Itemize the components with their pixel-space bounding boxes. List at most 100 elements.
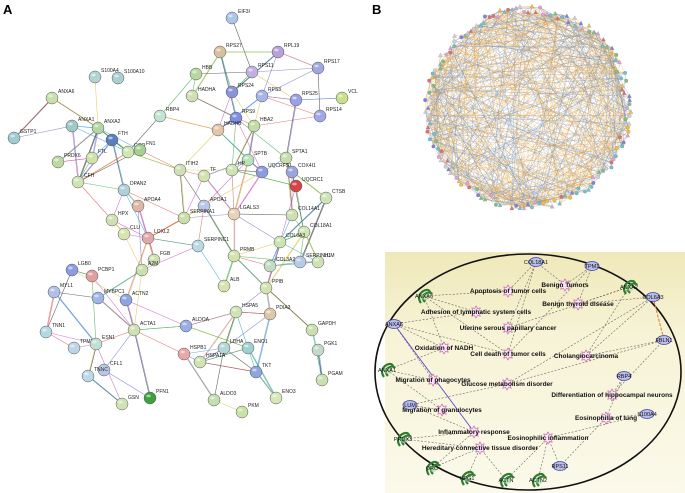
protein-node-cfl1[interactable]: CFL1	[97, 361, 122, 377]
protein-node-rps3[interactable]: RPS3	[255, 87, 281, 103]
protein-node-s100a4[interactable]: S100A4	[88, 68, 119, 84]
protein-node-ldha[interactable]: LDHA	[217, 339, 244, 355]
protein-node-serpinc1[interactable]: SERPINC1	[191, 237, 229, 253]
protein-node-eno1[interactable]: ENO1	[241, 339, 268, 355]
protein-node-pfn1[interactable]: PFN1	[143, 389, 169, 405]
protein-node-aldoa[interactable]: ALDOA	[179, 317, 210, 333]
protein-node-rps25[interactable]: RPS25	[289, 91, 318, 107]
disease-node-eosinophilic-inflammation[interactable]: Eosinophilic inflammation	[508, 431, 589, 445]
disease-node-apoptosis-of-tumor-cells[interactable]: Apoptosis of tumor cells	[470, 284, 547, 298]
disease-node-oxidation-of-nadh[interactable]: Oxidation of NADH	[415, 341, 474, 355]
protein-node-cfh[interactable]: CFH	[71, 173, 95, 189]
protein-node-pcbp1[interactable]: PCBP1	[85, 267, 115, 283]
protein-node-sptb[interactable]: SPTB	[241, 151, 268, 167]
protein-node-eif3i[interactable]: EIF3I	[225, 9, 250, 25]
protein-node-serpina1[interactable]: SERPINA1	[177, 209, 215, 225]
protein-node-tnn1[interactable]: TNN1	[39, 323, 65, 339]
protein-node-uqcrc1[interactable]: UQCRC1	[289, 177, 323, 193]
protein-node-clu[interactable]: CLU	[117, 225, 140, 241]
protein-node-lgals3[interactable]: LGALS3	[227, 205, 259, 221]
protein-node-tkt[interactable]: TKT	[249, 363, 271, 379]
protein-node-gstp1[interactable]: GSTP1	[7, 129, 37, 145]
protein-node-rpl19[interactable]: RPL19	[271, 43, 300, 59]
disease-node-eosinophilia-of-lung[interactable]: Eosinophilia of lung	[575, 411, 637, 425]
protein-node-s100a10[interactable]: S100A10	[111, 69, 145, 85]
disease-node-cholangiocarcinoma[interactable]: Cholangiocarcinoma	[554, 349, 619, 363]
protein-node-col6a3[interactable]: COL6A3	[273, 233, 305, 249]
protein-node-gsn[interactable]: GSN	[115, 395, 139, 411]
protein-node-pkm[interactable]: PKM	[235, 403, 259, 419]
gene-node-prdx3[interactable]: PRDX3	[394, 431, 412, 447]
gene-node-anxa2[interactable]: ANXA2	[620, 279, 638, 295]
disease-node-adhesion-of-lymphatic-system-cells[interactable]: Adhesion of lymphatic system cells	[421, 305, 532, 319]
protein-node-acta1[interactable]: ACTA1	[127, 321, 156, 337]
protein-node-dpan2[interactable]: DPAN2	[117, 181, 147, 197]
gene-node-col18a1[interactable]: COL18A1	[524, 257, 548, 267]
protein-node-hadha[interactable]: HADHA	[185, 87, 216, 103]
disease-node-cell-death-of-tumor-cells[interactable]: Cell death of tumor cells	[470, 347, 546, 361]
protein-node-rps9[interactable]: RPS9	[229, 109, 255, 125]
protein-node-itih2[interactable]: ITIH2	[173, 161, 198, 177]
disease-node-migration-of-phagocytes[interactable]: Migration of phagocytes	[395, 373, 471, 387]
protein-node-hspa1a[interactable]: HSPA1A	[193, 353, 226, 369]
protein-node-hp[interactable]: HP	[225, 161, 246, 177]
protein-node-hba2[interactable]: HBA2	[247, 117, 273, 133]
protein-node-alb[interactable]: ALB	[217, 277, 240, 293]
protein-node-rps24[interactable]: RPS24	[225, 83, 254, 99]
disease-node-hereditary-connective-tissue-disorder[interactable]: Hereditary connective tissue disorder	[422, 441, 539, 455]
protein-node-hadhb[interactable]: HADHB	[211, 121, 242, 137]
protein-node-anxa2[interactable]: ANXA2	[91, 119, 121, 135]
gene-node-anxa6[interactable]: ANXA6	[385, 319, 403, 329]
protein-node-ppib[interactable]: PPIB	[259, 279, 284, 295]
protein-node-pgk1[interactable]: PGK1	[311, 341, 338, 357]
protein-node-pgam[interactable]: PGAM	[315, 371, 343, 387]
protein-node-prmb[interactable]: PRMB	[227, 247, 255, 263]
protein-node-fth[interactable]: FTH	[105, 131, 128, 147]
protein-node-rps17[interactable]: RPS17	[311, 59, 340, 75]
disease-node-inflammatory-response[interactable]: Inflammatory response	[438, 425, 510, 439]
protein-node-a2m[interactable]: A2M	[135, 261, 158, 277]
protein-node-fgb[interactable]: FGB	[147, 251, 171, 267]
protein-node-fn1[interactable]: FN1	[133, 141, 156, 157]
protein-node-col18a1[interactable]: COL18A1	[297, 223, 332, 239]
gene-node-hpg1[interactable]: HPG1	[460, 470, 476, 486]
gene-node-anxa1[interactable]: ANXA1	[378, 362, 396, 378]
gene-node-oro[interactable]: ORO	[426, 460, 441, 476]
protein-node-loxl2[interactable]: LOXL2	[141, 229, 170, 245]
protein-node-col14a1[interactable]: COL14A1	[285, 206, 320, 222]
disease-node-migration-of-granulocytes[interactable]: Migration of granulocytes	[402, 403, 482, 417]
protein-node-ctsb[interactable]: CTSB	[319, 189, 346, 205]
gene-node-s100a4[interactable]: S100A4	[637, 409, 657, 419]
protein-node-hpx[interactable]: HPX	[105, 211, 129, 227]
gene-node-anxa6[interactable]: ANXA6	[415, 288, 433, 304]
protein-node-rps14[interactable]: RPS14	[313, 107, 342, 123]
protein-node-gapdh[interactable]: GAPDH	[305, 321, 336, 337]
protein-node-cox4i1[interactable]: COX4I1	[285, 163, 316, 179]
disease-node-benign-tumors[interactable]: Benign Tumors	[541, 278, 589, 292]
protein-node-lum[interactable]: LUM	[311, 253, 335, 269]
gene-node-col6a3[interactable]: COL6A3	[642, 292, 664, 302]
protein-node-hspa5[interactable]: HSPA5	[229, 303, 258, 319]
protein-node-myl1[interactable]: MYL1	[47, 283, 73, 299]
protein-node-prdx6[interactable]: PRDX6	[51, 153, 81, 169]
gene-node-rbp4[interactable]: RBP4	[616, 371, 632, 381]
protein-node-col3a2[interactable]: COL3A2	[263, 257, 295, 273]
protein-node-ftl[interactable]: FTL	[85, 149, 107, 165]
gene-node-rps11[interactable]: RPS11	[551, 461, 569, 471]
protein-node-anxa6[interactable]: ANXA6	[45, 89, 75, 105]
protein-node-aldo3[interactable]: ALDO3	[207, 391, 237, 407]
protein-node-rps27[interactable]: RPS27	[213, 43, 242, 59]
gene-node-fbln1[interactable]: FBLN1	[655, 335, 673, 345]
gene-node-actn[interactable]: ACTN	[499, 472, 515, 488]
protein-node-tpm1[interactable]: TPM1	[67, 339, 94, 355]
protein-node-mybpc1[interactable]: MYBPC1	[91, 289, 125, 305]
gene-node-tpm1[interactable]: TPM1	[584, 261, 600, 271]
protein-node-anxa1[interactable]: ANXA1	[65, 117, 95, 133]
protein-node-esn1[interactable]: ESN1	[89, 335, 115, 351]
protein-node-apoa4[interactable]: APOA4	[131, 197, 161, 213]
protein-node-rbp4[interactable]: RBP4	[153, 107, 179, 123]
protein-node-tf[interactable]: TF	[197, 167, 216, 183]
protein-node-apoa1[interactable]: APOA1	[197, 197, 227, 213]
protein-node-hspb1[interactable]: HSPB1	[177, 345, 207, 361]
protein-node-actn2[interactable]: ACTN2	[119, 291, 149, 307]
